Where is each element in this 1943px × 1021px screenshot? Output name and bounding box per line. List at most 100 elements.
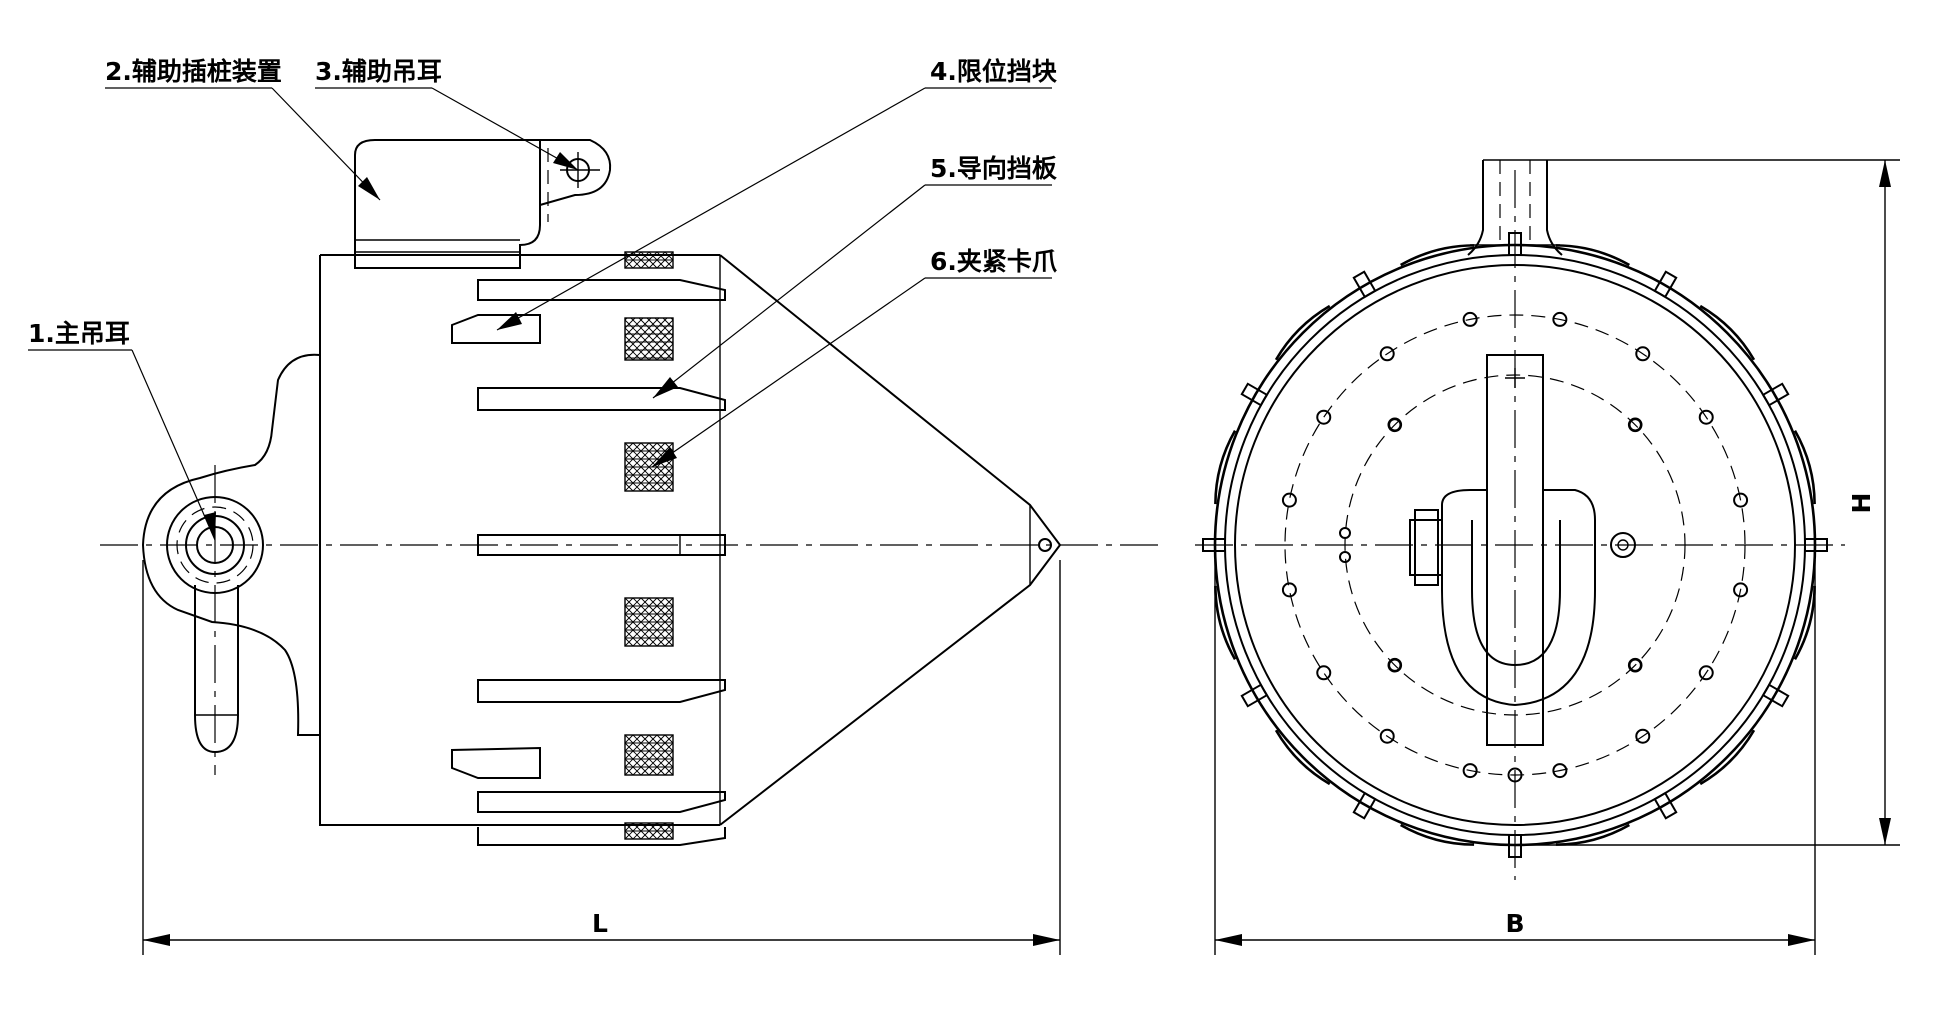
- central-shackle: [1409, 354, 1636, 746]
- side-view: L: [100, 139, 1160, 955]
- bolt-hole: [1281, 492, 1297, 508]
- top-post: [1467, 159, 1563, 256]
- conical-guide: [719, 254, 1062, 826]
- label-main-lifting-lug: 1.主吊耳: [28, 319, 130, 348]
- hatch-line: [624, 734, 666, 776]
- bolt-hole: [1627, 417, 1643, 433]
- bolt-circle-outer: [1284, 314, 1746, 776]
- width-dimension: [1214, 560, 1816, 955]
- main-lifting-lug: [141, 353, 321, 775]
- hatch-line: [624, 317, 668, 361]
- perimeter-pad: [1352, 791, 1377, 820]
- label-guide-baffle: 5.导向挡板: [930, 154, 1057, 183]
- perimeter-pad: [1653, 791, 1678, 820]
- hatch-line: [624, 317, 660, 353]
- hatch-line: [648, 597, 674, 623]
- hatch-line: [654, 317, 674, 337]
- perimeter-pad: [1653, 270, 1678, 299]
- label-clamping-jaw: 6.夹紧卡爪: [930, 247, 1058, 276]
- perimeter-pad: [1699, 729, 1756, 786]
- length-dimension-label: L: [592, 909, 608, 938]
- hatch-line: [664, 597, 674, 607]
- aux-pile-device: [354, 139, 541, 269]
- bolt-hole: [1635, 728, 1651, 744]
- length-dimension: [142, 560, 1061, 955]
- hatch-line: [624, 822, 634, 832]
- bolt-hole: [1507, 767, 1523, 783]
- bolt-hole: [1339, 527, 1351, 539]
- guide-baffles: [477, 279, 726, 846]
- bolt-hole: [1552, 763, 1568, 779]
- perimeter-pad: [1555, 823, 1630, 846]
- perimeter-pad: [1240, 382, 1269, 407]
- perimeter-pad: [1202, 538, 1226, 552]
- height-dimension-label: H: [1847, 493, 1876, 514]
- perimeter-pad: [1761, 382, 1790, 407]
- width-dimension-label: B: [1505, 909, 1524, 938]
- clamping-jaws: [624, 251, 674, 840]
- bolt-hole: [1316, 409, 1332, 425]
- hatch-line: [670, 317, 674, 321]
- inner-ring: [1234, 264, 1796, 826]
- bolt-hole: [1462, 311, 1478, 327]
- hatch-line: [664, 734, 674, 744]
- bolt-hole: [1316, 665, 1332, 681]
- perimeter-pads: [1202, 232, 1828, 858]
- hatch-line: [664, 822, 674, 832]
- bolt-holes-outer: [1281, 311, 1749, 779]
- hatch-line: [624, 597, 650, 623]
- hatch-line: [648, 442, 674, 468]
- height-dimension: [1515, 159, 1900, 846]
- bolt-hole: [1387, 417, 1403, 433]
- hatch-line: [662, 317, 674, 329]
- hatch-line: [624, 442, 634, 452]
- perimeter-pad: [1508, 232, 1522, 256]
- bolt-hole: [1462, 763, 1478, 779]
- hatch-line: [646, 317, 674, 345]
- perimeter-pad: [1274, 304, 1331, 361]
- hatch-line: [624, 734, 634, 744]
- aux-lifting-lug: [539, 139, 612, 222]
- bolt-hole: [1733, 582, 1749, 598]
- front-view: B H: [1195, 159, 1900, 955]
- perimeter-pad: [1761, 683, 1790, 708]
- bolt-hole: [1387, 657, 1403, 673]
- hatch-line: [624, 597, 666, 639]
- bolt-hole: [1379, 346, 1395, 362]
- hatch-line: [638, 317, 674, 353]
- bolt-hole: [1379, 728, 1395, 744]
- limit-stop-blocks: [451, 314, 541, 779]
- perimeter-pad: [1793, 585, 1816, 660]
- label-limit-stop-block: 4.限位挡块: [930, 57, 1057, 86]
- hatch-line: [632, 597, 674, 639]
- hatch-line: [624, 442, 650, 468]
- bolt-hole: [1698, 409, 1714, 425]
- hatch-line: [624, 317, 636, 329]
- perimeter-pad: [1699, 304, 1756, 361]
- hatch-line: [624, 317, 628, 321]
- bolt-hole: [1281, 582, 1297, 598]
- perimeter-pad: [1214, 585, 1237, 660]
- perimeter-pad: [1352, 270, 1377, 299]
- bolt-hole: [1339, 551, 1351, 563]
- perimeter-pad: [1793, 430, 1816, 505]
- hatch-line: [648, 734, 674, 760]
- label-aux-pile-device: 2.辅助插桩装置: [105, 57, 282, 86]
- bolt-hole: [1635, 346, 1651, 362]
- bolt-holes-inner: [1339, 417, 1643, 783]
- perimeter-pad: [1508, 834, 1522, 858]
- bolt-hole: [1552, 311, 1568, 327]
- bolt-hole: [1698, 665, 1714, 681]
- bolt-hole: [1733, 492, 1749, 508]
- perimeter-pad: [1400, 244, 1475, 267]
- hatch-line: [624, 317, 652, 345]
- perimeter-pad: [1400, 823, 1475, 846]
- hatch-line: [624, 597, 634, 607]
- perimeter-pad: [1214, 430, 1237, 505]
- perimeter-pad: [1555, 244, 1630, 267]
- bolt-hole: [1627, 657, 1643, 673]
- hatch-line: [624, 734, 650, 760]
- hatch-line: [630, 317, 674, 361]
- label-aux-lifting-lug: 3.辅助吊耳: [315, 57, 442, 86]
